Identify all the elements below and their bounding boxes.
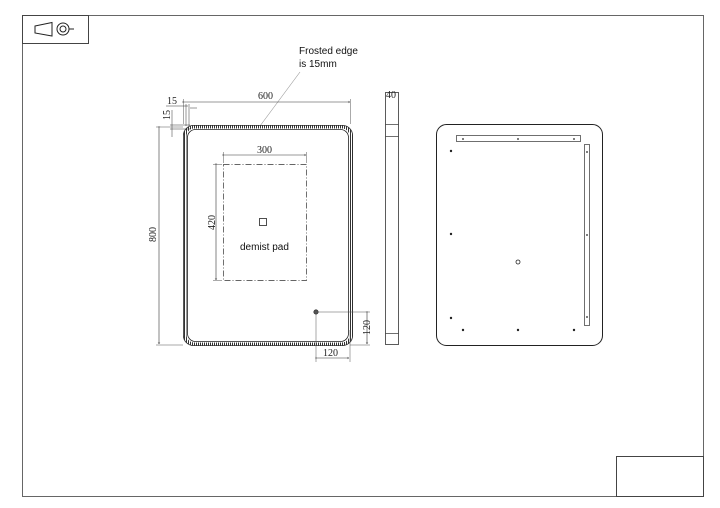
side-view: 40	[385, 90, 399, 345]
switch-x-dimension: 120	[323, 348, 338, 359]
demist-width-dimension: 300	[257, 145, 272, 156]
edge-top-dimension: 15	[167, 96, 177, 107]
projection-symbol-box	[22, 15, 89, 44]
touch-switch: 120 120	[313, 309, 373, 362]
demist-label: demist pad	[240, 242, 289, 253]
height-dimension: 800	[148, 227, 159, 242]
top-mounting-rail	[456, 135, 581, 142]
cable-hole-icon	[515, 259, 521, 265]
front-view: 600 15 15 800 300 420 demist pad	[148, 91, 373, 362]
back-view	[436, 124, 603, 346]
frosted-edge-note: Frosted edge is 15mm	[259, 46, 358, 127]
edge-left-dimension: 15	[162, 110, 173, 120]
title-block	[616, 456, 704, 497]
frosted-note-line1: Frosted edge	[299, 46, 358, 57]
demist-height-dimension: 420	[207, 215, 218, 230]
switch-y-dimension: 120	[362, 320, 373, 335]
demist-pad: 300 420 demist pad	[207, 145, 307, 281]
demist-sensor-icon	[259, 218, 267, 226]
depth-dimension: 40	[386, 90, 396, 101]
frosted-note-line2: is 15mm	[299, 59, 337, 70]
width-dimension: 600	[258, 91, 273, 102]
side-mounting-rail	[584, 144, 590, 326]
sheet-frame	[22, 15, 704, 497]
first-angle-projection-icon	[34, 21, 74, 37]
